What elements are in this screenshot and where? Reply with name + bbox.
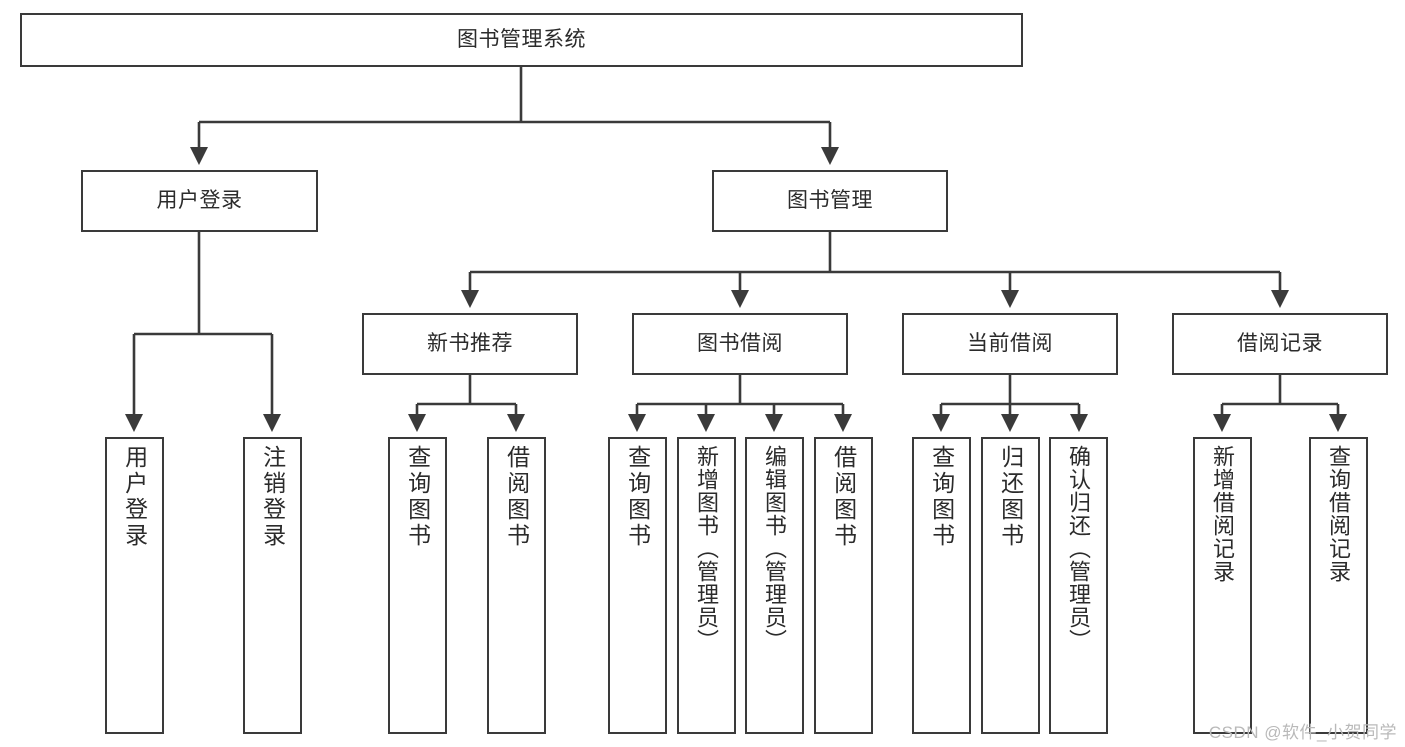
node-label: 用户登录 — [156, 188, 243, 212]
leaf-record-add-record[interactable]: 新增借阅记录 — [1193, 437, 1252, 734]
node-label: 新增借阅记录 — [1210, 445, 1236, 583]
csdn-watermark: CSDN @软件_小贺同学 — [1208, 723, 1397, 742]
node-book-management[interactable]: 图书管理 — [712, 170, 948, 232]
node-label: 用户登录 — [121, 445, 148, 549]
node-book-borrow[interactable]: 图书借阅 — [632, 313, 848, 375]
node-label: 借阅图书 — [503, 445, 530, 549]
leaf-new-book-query[interactable]: 查询图书 — [388, 437, 447, 734]
node-label: 图书管理 — [787, 188, 873, 212]
leaf-current-query-book[interactable]: 查询图书 — [912, 437, 971, 734]
leaf-borrow-query-book[interactable]: 查询图书 — [608, 437, 667, 734]
node-label: 新书推荐 — [427, 331, 513, 355]
node-label: 确认归还（管理员） — [1066, 445, 1092, 652]
node-label: 归还图书 — [997, 445, 1024, 549]
leaf-new-book-borrow[interactable]: 借阅图书 — [487, 437, 546, 734]
node-label: 查询图书 — [928, 445, 955, 549]
node-label: 图书管理系统 — [457, 27, 586, 51]
node-label: 借阅记录 — [1237, 331, 1323, 355]
node-label: 查询借阅记录 — [1326, 445, 1352, 583]
leaf-current-confirm-return-admin[interactable]: 确认归还（管理员） — [1049, 437, 1108, 734]
node-label: 查询图书 — [624, 445, 651, 549]
node-new-book-recommend[interactable]: 新书推荐 — [362, 313, 578, 375]
node-user-login[interactable]: 用户登录 — [81, 170, 318, 232]
node-current-borrow[interactable]: 当前借阅 — [902, 313, 1118, 375]
node-label: 当前借阅 — [967, 331, 1053, 355]
node-label: 借阅图书 — [830, 445, 857, 549]
node-label: 注销登录 — [259, 445, 286, 549]
leaf-record-query-record[interactable]: 查询借阅记录 — [1309, 437, 1368, 734]
leaf-user-login-signout[interactable]: 注销登录 — [243, 437, 302, 734]
leaf-borrow-add-book-admin[interactable]: 新增图书（管理员） — [677, 437, 736, 734]
node-label: 新增图书（管理员） — [694, 445, 720, 652]
node-borrow-record[interactable]: 借阅记录 — [1172, 313, 1388, 375]
node-label: 查询图书 — [404, 445, 431, 549]
node-label: 编辑图书（管理员） — [762, 445, 788, 652]
leaf-user-login-signin[interactable]: 用户登录 — [105, 437, 164, 734]
leaf-current-return-book[interactable]: 归还图书 — [981, 437, 1040, 734]
node-root-system[interactable]: 图书管理系统 — [20, 13, 1023, 67]
node-label: 图书借阅 — [697, 331, 783, 355]
leaf-borrow-borrow-book[interactable]: 借阅图书 — [814, 437, 873, 734]
leaf-borrow-edit-book-admin[interactable]: 编辑图书（管理员） — [745, 437, 804, 734]
